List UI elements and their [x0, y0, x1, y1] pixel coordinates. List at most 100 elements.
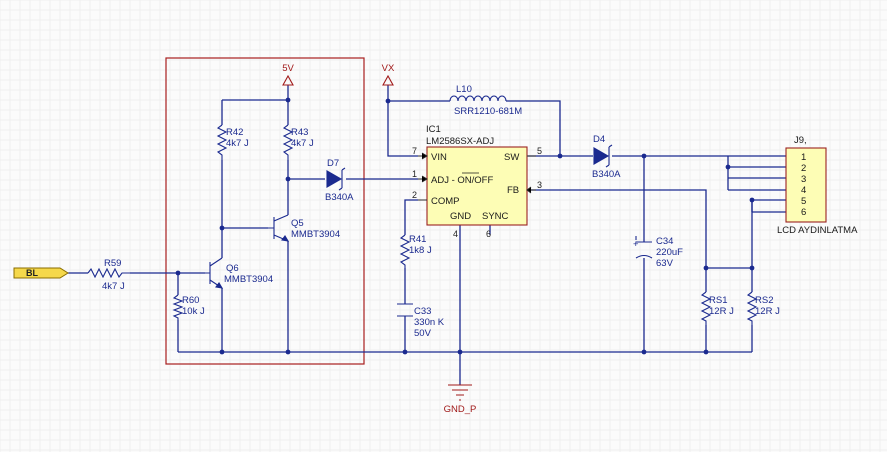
ic-pin-onoff-text: ON/OFF: [457, 175, 493, 186]
transistor-q5[interactable]: Q5 MMBT3904: [268, 214, 340, 242]
ground-symbol[interactable]: GND_P: [444, 384, 477, 415]
junction-j9-lower: [749, 197, 755, 203]
net-label-5v: 5V: [282, 63, 294, 74]
r43-value: 4k7 J: [291, 138, 314, 149]
c34-voltage: 63V: [656, 258, 674, 269]
diode-d4[interactable]: D4 B340A: [592, 134, 621, 180]
ic-pin-gnd: GND: [450, 211, 471, 222]
l10-value: SRR1210-681M: [454, 106, 522, 117]
wire-fb[interactable]: [528, 189, 707, 292]
junction-c34-gnd: [641, 349, 647, 355]
j9-pin-3: 3: [801, 174, 806, 185]
junction-q5-base: [219, 225, 225, 231]
ic-pin-vin: VIN: [431, 152, 447, 163]
resistor-r43[interactable]: R43 4k7 J: [282, 124, 314, 160]
junction-c34: [641, 153, 647, 159]
ic-pin-adj: ADJ - ON/OFF: [431, 175, 493, 186]
q5-value: MMBT3904: [291, 229, 340, 240]
junction-sense: [703, 265, 709, 271]
ic-pin-adj-text: ADJ -: [431, 175, 457, 186]
ic-pinnum-sync: 6: [486, 229, 491, 239]
j9-label: LCD AYDINLATMA: [777, 225, 858, 236]
l10-ref: L10: [456, 84, 472, 95]
c34-ref: C34: [656, 236, 673, 247]
wires: [68, 85, 786, 385]
capacitor-c33[interactable]: C33 330n K 50V: [397, 303, 445, 339]
r59-value: 4k7 J: [102, 281, 125, 292]
j9-pin-5: 5: [801, 196, 806, 207]
r43-ref: R43: [291, 127, 308, 138]
r60-ref: R60: [182, 295, 199, 306]
ic-body[interactable]: [426, 146, 528, 226]
ic-pin-comp: COMP: [431, 196, 460, 207]
q6-value: MMBT3904: [224, 274, 273, 285]
driver-enclosure-box[interactable]: [165, 57, 365, 365]
junction-vx: [385, 98, 391, 104]
junctions: [175, 97, 755, 355]
ic-ref: IC1: [426, 124, 441, 135]
net-5v-symbol[interactable]: 5V: [282, 63, 294, 86]
q5-ref: Q5: [291, 218, 304, 229]
d7-ref: D7: [327, 158, 339, 169]
c33-value: 330n K: [414, 317, 445, 328]
d7-value: B340A: [325, 192, 354, 203]
rs2-value: 12R J: [755, 306, 780, 317]
junction-j9-upper: [725, 164, 731, 170]
connector-j9[interactable]: J9, 1 2 3 4 5 6 LCD AYDINLATMA: [777, 135, 858, 236]
resistor-r41[interactable]: R41 1k8 J: [399, 234, 432, 268]
r41-value: 1k8 J: [409, 245, 432, 256]
j9-pin-2: 2: [801, 163, 806, 174]
c34-polarity: +: [633, 239, 639, 250]
wire-5v-rail[interactable]: [222, 85, 289, 101]
rs1-value: 12R J: [709, 306, 734, 317]
r59-ref: R59: [104, 258, 121, 269]
j9-pin-1: 1: [801, 152, 806, 163]
diode-d7[interactable]: D7 B340A: [325, 158, 354, 203]
junction-c33-gnd: [402, 349, 408, 355]
junction-r60: [175, 270, 181, 276]
r42-value: 4k7 J: [226, 138, 249, 149]
ic-pin-sync: SYNC: [482, 211, 509, 222]
resistor-r60[interactable]: R60 10k J: [172, 294, 205, 320]
d4-ref: D4: [593, 134, 605, 145]
j9-pin-4: 4: [801, 185, 806, 196]
wire-vx[interactable]: [387, 85, 418, 157]
inductor-l10[interactable]: L10 SRR1210-681M: [449, 84, 522, 117]
net-label-vx: VX: [382, 63, 395, 74]
junction-rs1-gnd: [703, 349, 709, 355]
resistor-rs1[interactable]: RS1 12R J: [700, 291, 734, 325]
port-bl-label: BL: [26, 268, 38, 278]
rs2-ref: RS2: [755, 295, 773, 306]
j9-pin-6: 6: [801, 207, 806, 218]
rs1-ref: RS1: [709, 295, 727, 306]
ic-lm2586[interactable]: IC1 LM2586SX-ADJ VIN SW ADJ - ON/OFF FB …: [412, 124, 542, 239]
net-vx-symbol[interactable]: VX: [382, 63, 395, 86]
ic-pinnum-vin: 7: [412, 146, 417, 156]
r60-value: 10k J: [182, 306, 205, 317]
net-label-gnd: GND_P: [444, 404, 477, 415]
wire-j9-1-2-3[interactable]: [727, 155, 786, 190]
transistor-q6[interactable]: Q6 MMBT3904: [205, 257, 273, 289]
ic-part: LM2586SX-ADJ: [426, 136, 494, 147]
j9-body[interactable]: [785, 147, 827, 223]
ic-pinnum-fb: 3: [537, 180, 542, 190]
c33-voltage: 50V: [414, 328, 432, 339]
r41-ref: R41: [409, 234, 426, 245]
junction-q6-gnd: [219, 349, 225, 355]
port-bl[interactable]: BL: [13, 267, 69, 279]
capacitor-c34[interactable]: + C34 220uF 63V: [633, 236, 683, 269]
ic-pin-fb: FB: [507, 185, 519, 196]
resistor-r42[interactable]: R42 4k7 J: [216, 124, 249, 160]
j9-ref: J9,: [794, 135, 807, 146]
ic-pinnum-adj: 1: [412, 169, 417, 179]
junction-ic-gnd: [457, 349, 463, 355]
wire-comp[interactable]: [404, 199, 418, 235]
resistor-rs2[interactable]: RS2 12R J: [746, 291, 780, 325]
resistor-r59[interactable]: R59 4k7 J: [87, 258, 130, 292]
ic-pinnum-comp: 2: [412, 190, 417, 200]
q6-ref: Q6: [226, 263, 239, 274]
junction-5v: [285, 97, 291, 103]
wire-l10-sw[interactable]: [506, 100, 561, 156]
